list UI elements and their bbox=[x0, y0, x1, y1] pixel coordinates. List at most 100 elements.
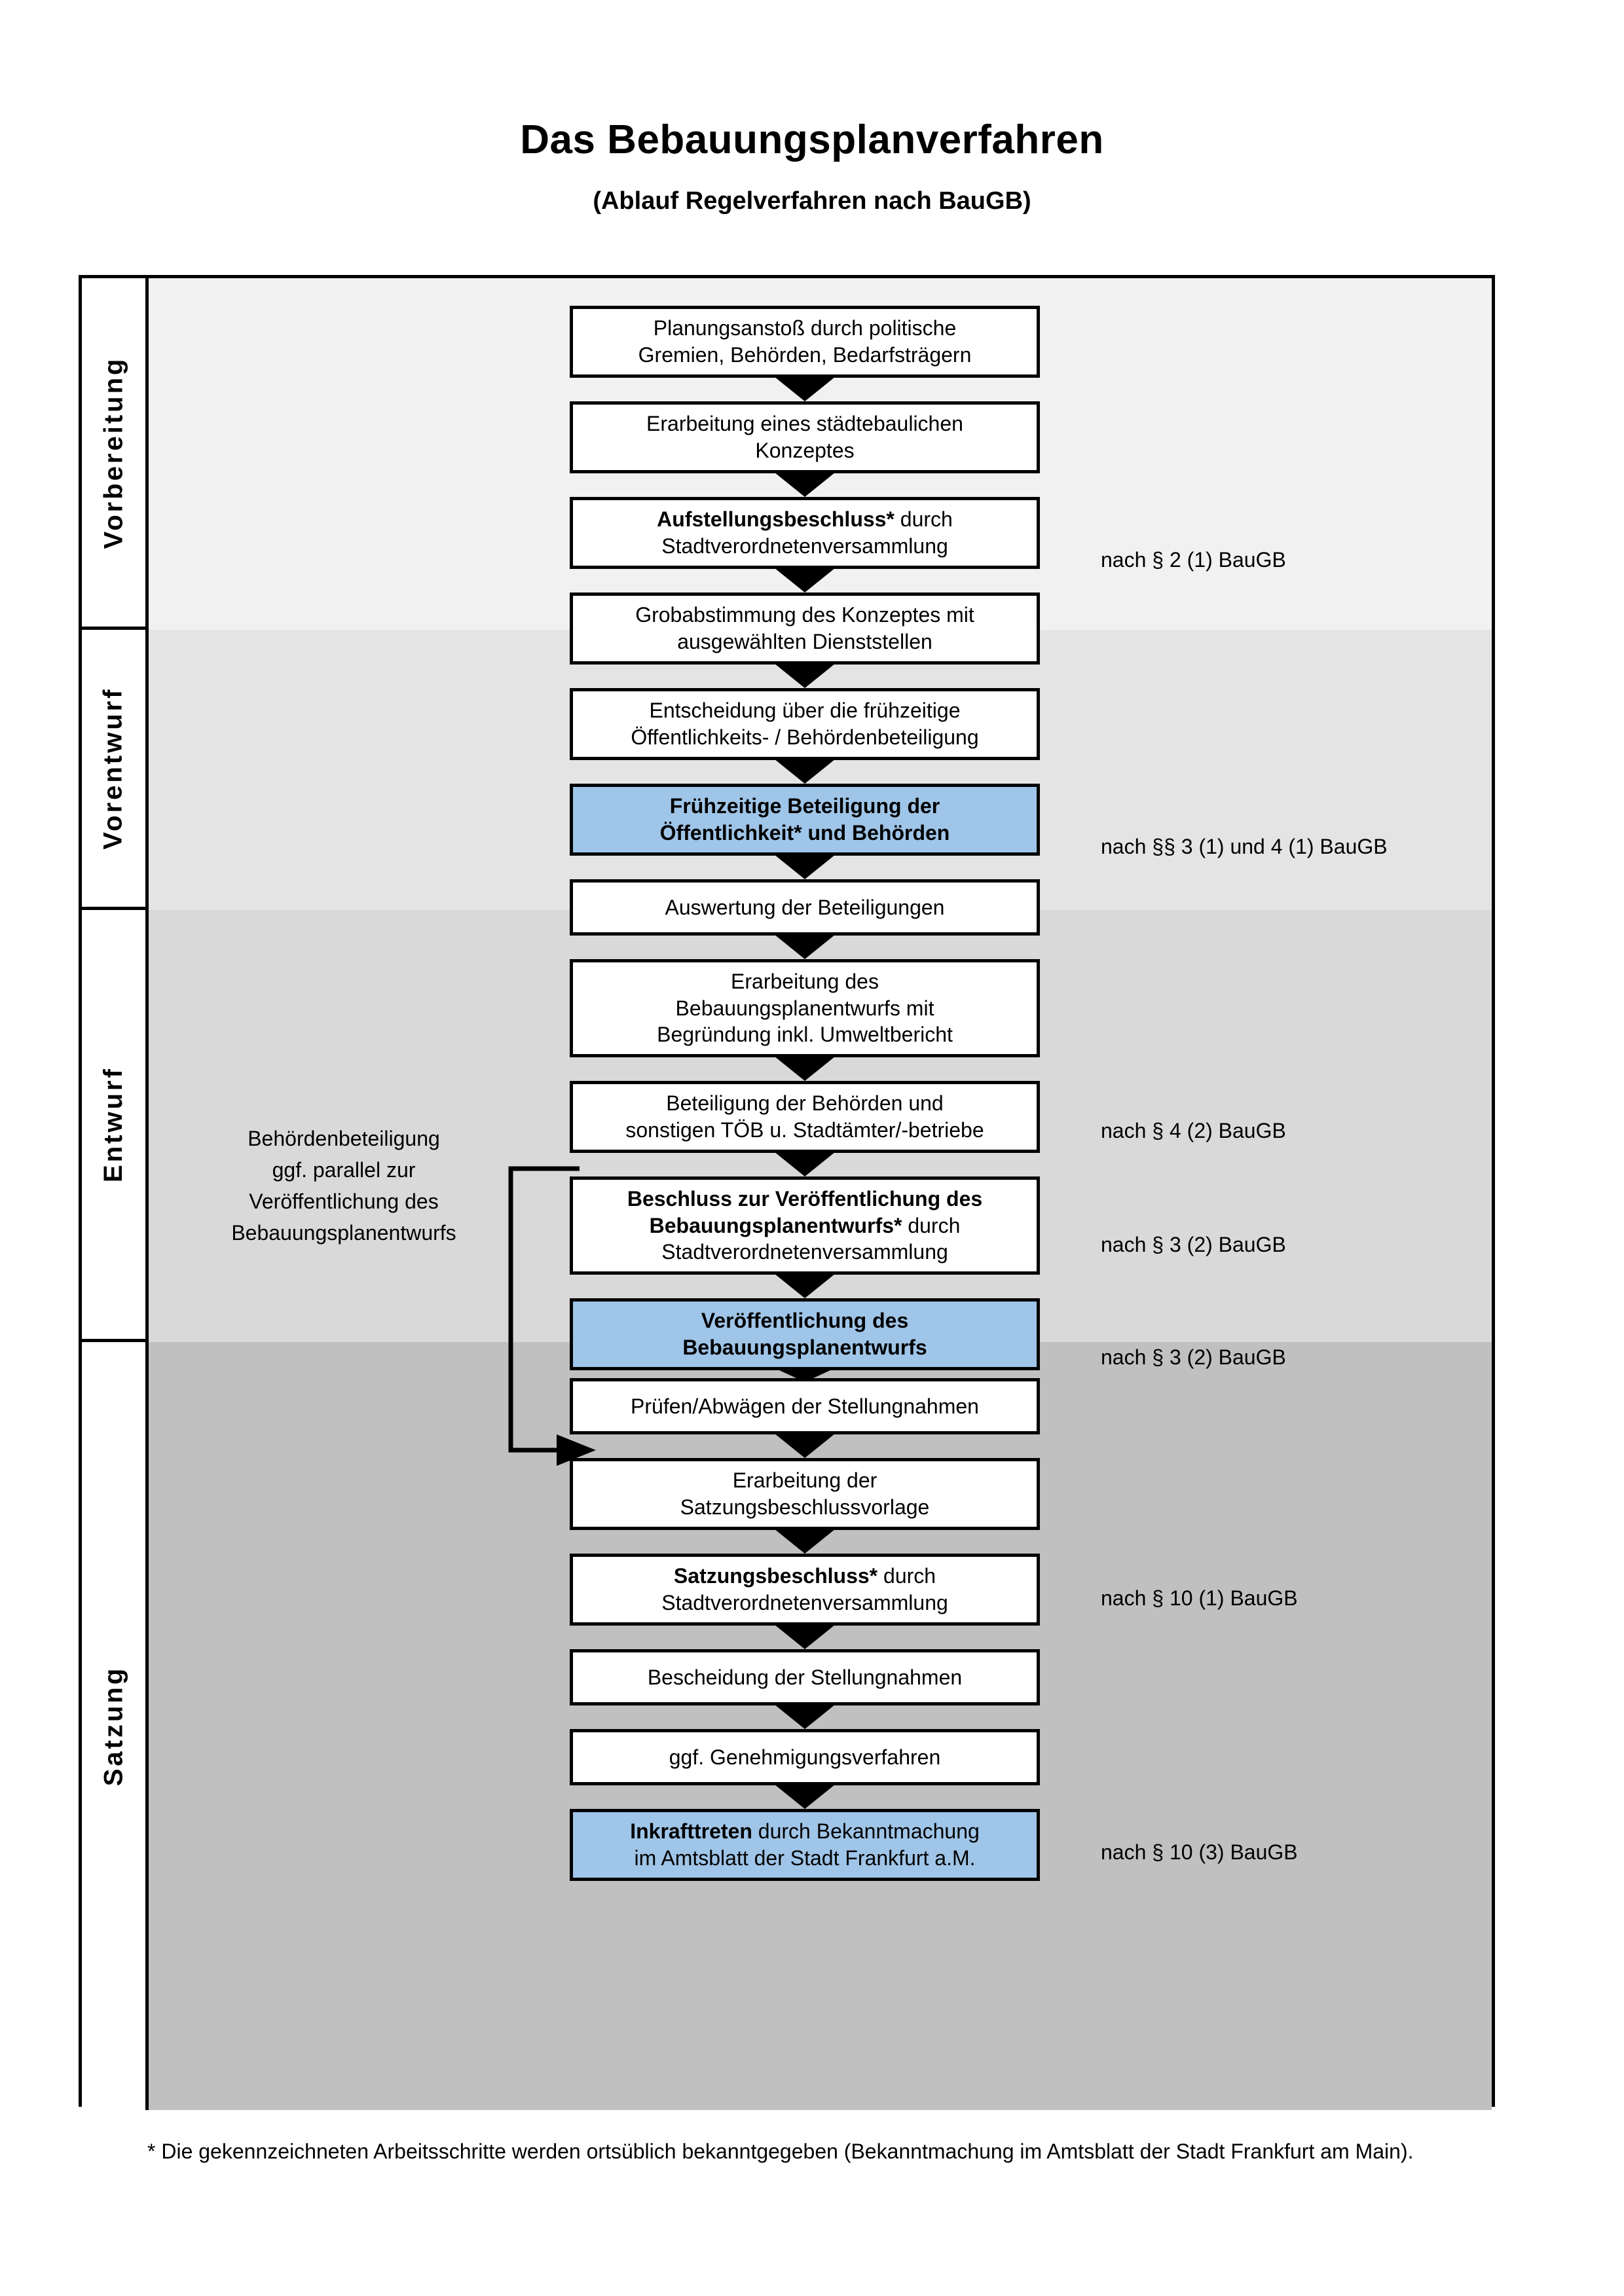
flow-arrow-down-icon bbox=[771, 1053, 839, 1081]
flow-step-line-strong: Frühzeitige Beteiligung der bbox=[669, 794, 940, 818]
flow-step-line: ggf. Genehmigungsverfahren bbox=[669, 1745, 941, 1769]
phase-label-text: Entwurf bbox=[99, 1066, 128, 1182]
flow-step-pruefen-abwaegen[interactable]: Prüfen/Abwägen der Stellungnahmen bbox=[570, 1378, 1040, 1434]
flow-step-genehmigungsverfahren[interactable]: ggf. Genehmigungsverfahren bbox=[570, 1729, 1040, 1785]
phase-label-text: Vorentwurf bbox=[99, 687, 128, 850]
flow-arrow-down-icon bbox=[771, 932, 839, 959]
flow-step-line: Gremien, Behörden, Bedarfsträgern bbox=[638, 343, 972, 367]
flow-step-line: Konzeptes bbox=[755, 439, 855, 462]
page-title: Das Bebauungsplanverfahren bbox=[520, 117, 1104, 162]
flow-arrow-down-icon bbox=[771, 1430, 839, 1458]
legal-annotation-ann-p2-1: nach § 2 (1) BauGB bbox=[1101, 548, 1286, 572]
flow-step-line: Entscheidung über die frühzeitige bbox=[649, 699, 961, 723]
phase-label-text: Satzung bbox=[99, 1666, 128, 1787]
flow-step-line: Satzungsbeschlussvorlage bbox=[680, 1495, 930, 1519]
flow-step-line-strong: Veröffentlichung des bbox=[701, 1309, 909, 1333]
flow-step-line: Beteiligung der Behörden und bbox=[666, 1091, 944, 1116]
flow-step-line: Beschluss zur Veröffentlichung des bbox=[580, 1186, 1030, 1212]
flow-step-line: Erarbeitung eines städtebaulichen bbox=[646, 412, 963, 436]
flow-step-line: Veröffentlichung des bbox=[580, 1307, 1030, 1334]
flow-step-line: sonstigen TÖB u. Stadtämter/-betriebe bbox=[625, 1118, 984, 1142]
flow-step-line-strong: Beschluss zur Veröffentlichung des bbox=[627, 1186, 983, 1211]
flow-arrow-down-icon bbox=[771, 1271, 839, 1298]
side-note-line: Bebauungsplanentwurfs bbox=[231, 1221, 456, 1245]
phase-label-text: Vorbereitung bbox=[99, 356, 128, 549]
legal-annotation-ann-p10-1: nach § 10 (1) BauGB bbox=[1101, 1586, 1298, 1610]
phase-label-cell-vorentwurf: Vorentwurf bbox=[82, 630, 149, 910]
flow-step-line-strong: Bebauungsplanentwurfs* bbox=[649, 1213, 908, 1237]
flow-step-line-tail: durch bbox=[883, 1564, 936, 1588]
flow-step-line: Stadtverordnetenversammlung bbox=[661, 534, 948, 558]
legal-annotation-ann-p10-3: nach § 10 (3) BauGB bbox=[1101, 1840, 1298, 1864]
flow-step-line: Stadtverordnetenversammlung bbox=[661, 1591, 948, 1614]
flow-step-line: ausgewählten Dienststellen bbox=[677, 630, 932, 653]
phase-label-cell-entwurf: Entwurf bbox=[82, 910, 149, 1342]
flow-step-line: Bebauungsplanentwurfs bbox=[580, 1334, 1030, 1361]
side-note-line: ggf. parallel zur bbox=[272, 1158, 416, 1182]
flow-step-line-strong: Bebauungsplanentwurfs bbox=[682, 1336, 927, 1359]
flow-step-line: Planungsanstoß durch politische bbox=[653, 316, 957, 340]
phase-label-cell-satzung: Satzung bbox=[82, 1342, 149, 2110]
phase-label-cell-vorbereitung: Vorbereitung bbox=[82, 278, 149, 630]
flow-arrow-down-icon bbox=[771, 1781, 839, 1809]
flow-step-line: Bescheidung der Stellungnahmen bbox=[647, 1665, 963, 1689]
flow-step-line: Aufstellungsbeschluss* durch bbox=[580, 506, 1030, 533]
flow-step-line: Grobabstimmung des Konzeptes mit bbox=[635, 603, 974, 627]
flow-step-line-tail: durch bbox=[908, 1213, 961, 1237]
flow-step-line: im Amtsblatt der Stadt Frankfurt a.M. bbox=[634, 1846, 976, 1870]
flow-arrow-down-icon bbox=[771, 374, 839, 401]
flow-arrow-down-icon bbox=[771, 1622, 839, 1649]
flow-step-line: Auswertung der Beteiligungen bbox=[665, 895, 945, 919]
footnote: * Die gekennzeichneten Arbeitsschritte w… bbox=[147, 2140, 1414, 2163]
flow-step-line: Inkrafttreten durch Bekanntmachung bbox=[580, 1818, 1030, 1845]
flow-step-line-strong: Öffentlichkeit* und Behörden bbox=[659, 821, 950, 845]
flow-arrow-down-icon bbox=[771, 852, 839, 879]
legal-annotation-ann-p4-2: nach § 4 (2) BauGB bbox=[1101, 1119, 1286, 1142]
flow-arrow-down-icon bbox=[771, 661, 839, 688]
flow-step-grobabstimmung[interactable]: Grobabstimmung des Konzeptes mit ausgewäh… bbox=[570, 592, 1040, 665]
flow-step-line: Öffentlichkeit* und Behörden bbox=[580, 820, 1030, 847]
flow-step-line: Prüfen/Abwägen der Stellungnahmen bbox=[631, 1394, 979, 1418]
legal-annotation-ann-p3-2-b: nach § 3 (2) BauGB bbox=[1101, 1345, 1286, 1369]
flow-step-line-strong: Inkrafttreten bbox=[630, 1819, 758, 1844]
flow-arrow-down-icon bbox=[771, 1149, 839, 1176]
title-block: Das Bebauungsplanverfahren (Ablauf Regel… bbox=[0, 117, 1624, 215]
flow-step-line: Begründung inkl. Umweltbericht bbox=[657, 1023, 953, 1047]
flow-step-line: Erarbeitung des bbox=[731, 969, 879, 993]
flow-arrow-down-icon bbox=[771, 756, 839, 784]
flow-step-line: Stadtverordnetenversammlung bbox=[661, 1240, 948, 1264]
flow-step-line: Frühzeitige Beteiligung der bbox=[580, 793, 1030, 820]
flow-step-line: Bebauungsplanentwurfs* durch bbox=[580, 1212, 1030, 1239]
flow-step-line-tail: durch bbox=[900, 507, 953, 532]
legal-annotation-ann-p3-1-4-1: nach §§ 3 (1) und 4 (1) BauGB bbox=[1101, 835, 1388, 858]
legal-annotation-ann-p3-2-a: nach § 3 (2) BauGB bbox=[1101, 1233, 1286, 1256]
flow-arrow-down-icon bbox=[771, 1526, 839, 1554]
side-note-line: Veröffentlichung des bbox=[249, 1190, 439, 1213]
flow-step-line: Bebauungsplanentwurfs mit bbox=[675, 996, 934, 1020]
flow-step-auswertung-beteiligungen[interactable]: Auswertung der Beteiligungen bbox=[570, 879, 1040, 936]
page-subtitle: (Ablauf Regelverfahren nach BauGB) bbox=[593, 187, 1031, 215]
flow-arrow-down-icon bbox=[771, 469, 839, 497]
flow-arrow-down-icon bbox=[771, 1702, 839, 1729]
side-note-line: Behördenbeteiligung bbox=[248, 1127, 440, 1150]
flow-step-line-strong: Aufstellungsbeschluss* bbox=[657, 507, 900, 532]
flow-step-line: Satzungsbeschluss* durch bbox=[580, 1563, 1030, 1590]
flow-arrow-down-icon bbox=[771, 565, 839, 592]
flow-step-bescheidung-stellungnahmen[interactable]: Bescheidung der Stellungnahmen bbox=[570, 1649, 1040, 1705]
flow-step-line: Erarbeitung der bbox=[732, 1468, 877, 1493]
flow-step-line-tail: durch Bekanntmachung bbox=[758, 1819, 980, 1844]
